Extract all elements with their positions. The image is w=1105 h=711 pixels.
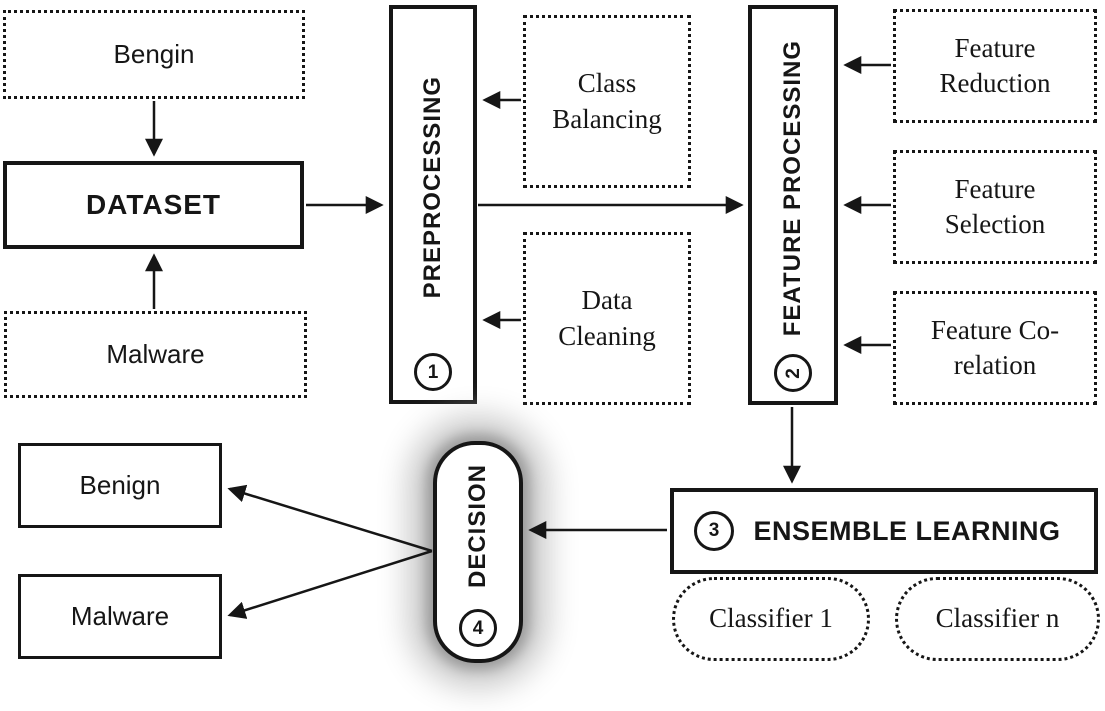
dataset-node: DATASET — [3, 161, 304, 249]
step-3-badge: 3 — [694, 511, 734, 551]
class-balancing-label-line1: Class — [577, 68, 637, 99]
decision-node: DECISION 4 — [433, 441, 523, 663]
feature-processing-label: FEATURE PROCESSING — [779, 39, 806, 337]
arrow-decision-to-benign — [227, 484, 433, 553]
step-2-badge: 2 — [774, 354, 812, 392]
malware-input-label: Malware — [106, 339, 205, 369]
step-1-number: 1 — [427, 361, 439, 383]
benign-input-node: Bengin — [3, 10, 305, 99]
classifier-1-node: Classifier 1 — [672, 577, 870, 661]
data-cleaning-label-line2: Cleaning — [558, 320, 656, 351]
classifier-n-label: Classifier n — [935, 603, 1060, 634]
class-balancing-node: Class Balancing — [523, 15, 691, 188]
preprocessing-node: PREPROCESSING 1 — [389, 5, 477, 404]
step-4-number: 4 — [472, 617, 484, 639]
malware-input-node: Malware — [4, 311, 307, 398]
feature-reduction-label-line1: Feature — [954, 32, 1036, 63]
feature-correlation-label-line1: Feature Co- — [930, 314, 1060, 345]
benign-output-label: Benign — [79, 470, 161, 500]
data-cleaning-node: Data Cleaning — [523, 232, 691, 405]
feature-selection-node: Feature Selection — [893, 150, 1097, 264]
data-cleaning-label-line1: Data — [581, 285, 633, 316]
feature-selection-label-line1: Feature — [954, 173, 1036, 204]
benign-input-label: Bengin — [113, 39, 195, 69]
step-4-badge: 4 — [459, 609, 497, 647]
feature-correlation-node: Feature Co- relation — [893, 291, 1097, 405]
malware-output-label: Malware — [70, 601, 170, 631]
ensemble-learning-node: 3 ENSEMBLE LEARNING — [670, 488, 1098, 574]
classifier-1-label: Classifier 1 — [709, 603, 833, 634]
step-1-badge: 1 — [414, 353, 452, 391]
decision-label: DECISION — [464, 463, 491, 588]
arrow-decision-to-malware — [227, 549, 433, 619]
dataset-label: DATASET — [85, 189, 222, 220]
classifier-n-node: Classifier n — [895, 577, 1100, 661]
malware-output-node: Malware — [18, 574, 222, 659]
feature-processing-node: FEATURE PROCESSING 2 — [748, 5, 838, 405]
feature-correlation-label-line2: relation — [953, 350, 1037, 380]
feature-selection-label-line2: Selection — [944, 209, 1046, 239]
ensemble-learning-label: ENSEMBLE LEARNING — [753, 515, 1061, 546]
class-balancing-label-line2: Balancing — [552, 103, 662, 134]
preprocessing-label: PREPROCESSING — [419, 76, 446, 299]
benign-output-node: Benign — [18, 443, 222, 528]
feature-reduction-node: Feature Reduction — [893, 9, 1097, 123]
step-2-number: 2 — [782, 367, 804, 379]
feature-reduction-label-line2: Reduction — [939, 68, 1051, 98]
step-3-number: 3 — [708, 520, 720, 541]
